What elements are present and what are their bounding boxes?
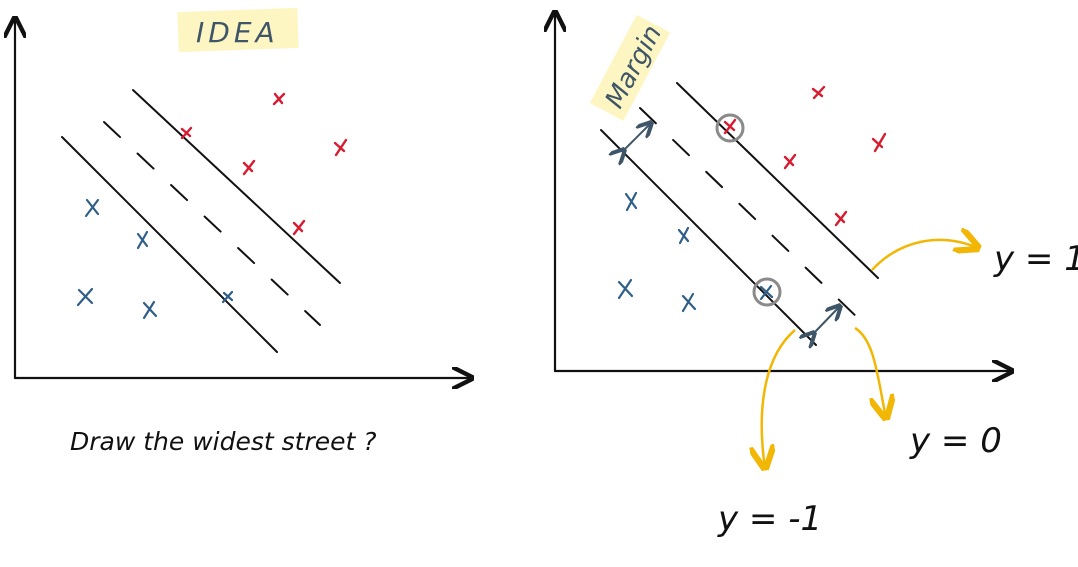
right-middle-dashed [639,107,863,323]
x-mark-icon [242,159,256,176]
left-panel: IDEA Draw the widest street ? [15,7,472,456]
x-mark-icon [723,118,737,135]
support-vector-circle-positive [715,113,745,143]
x-mark-icon [783,153,797,170]
left-title-highlight [177,7,299,53]
x-mark-icon [333,138,348,157]
left-middle-dashed [103,121,321,326]
left-title: IDEA [196,16,279,49]
margin-arrow-bottom [814,306,840,333]
right-upper-boundary [676,82,879,279]
margin-label-highlight [589,14,671,121]
label-y-zero: y = 0 [909,421,1002,461]
x-mark-icon [292,219,306,236]
x-mark-icon [76,287,94,307]
right-lower-boundary [600,129,817,346]
x-mark-icon [681,292,697,313]
left-positive-points [180,92,348,236]
x-mark-icon [871,132,887,153]
label-y-neg: y = -1 [717,499,822,539]
pointer-arrow-y-neg [762,329,796,468]
x-mark-icon [759,284,774,301]
support-vector-circle-negative [752,277,782,307]
left-lower-boundary [61,136,278,353]
right-negative-points [617,191,774,313]
x-mark-icon [136,230,149,250]
x-mark-icon [142,300,158,320]
x-mark-icon [617,278,634,300]
label-y-pos: y = 1 [993,239,1078,279]
x-mark-icon [811,85,826,100]
pointer-arrow-y-zero [854,326,886,418]
right-panel: Margin y [555,12,1078,539]
x-mark-icon [624,191,638,212]
x-mark-icon [221,290,234,304]
x-mark-icon [180,126,193,140]
x-mark-icon [834,210,848,227]
left-upper-boundary [132,89,341,284]
x-mark-icon [677,226,690,245]
margin-arrow-top [624,123,651,150]
pointer-arrow-y-pos [871,240,978,271]
right-positive-points [723,85,887,227]
left-caption: Draw the widest street ? [70,427,377,456]
x-mark-icon [84,198,100,218]
left-negative-points [76,198,234,320]
x-mark-icon [272,92,286,106]
